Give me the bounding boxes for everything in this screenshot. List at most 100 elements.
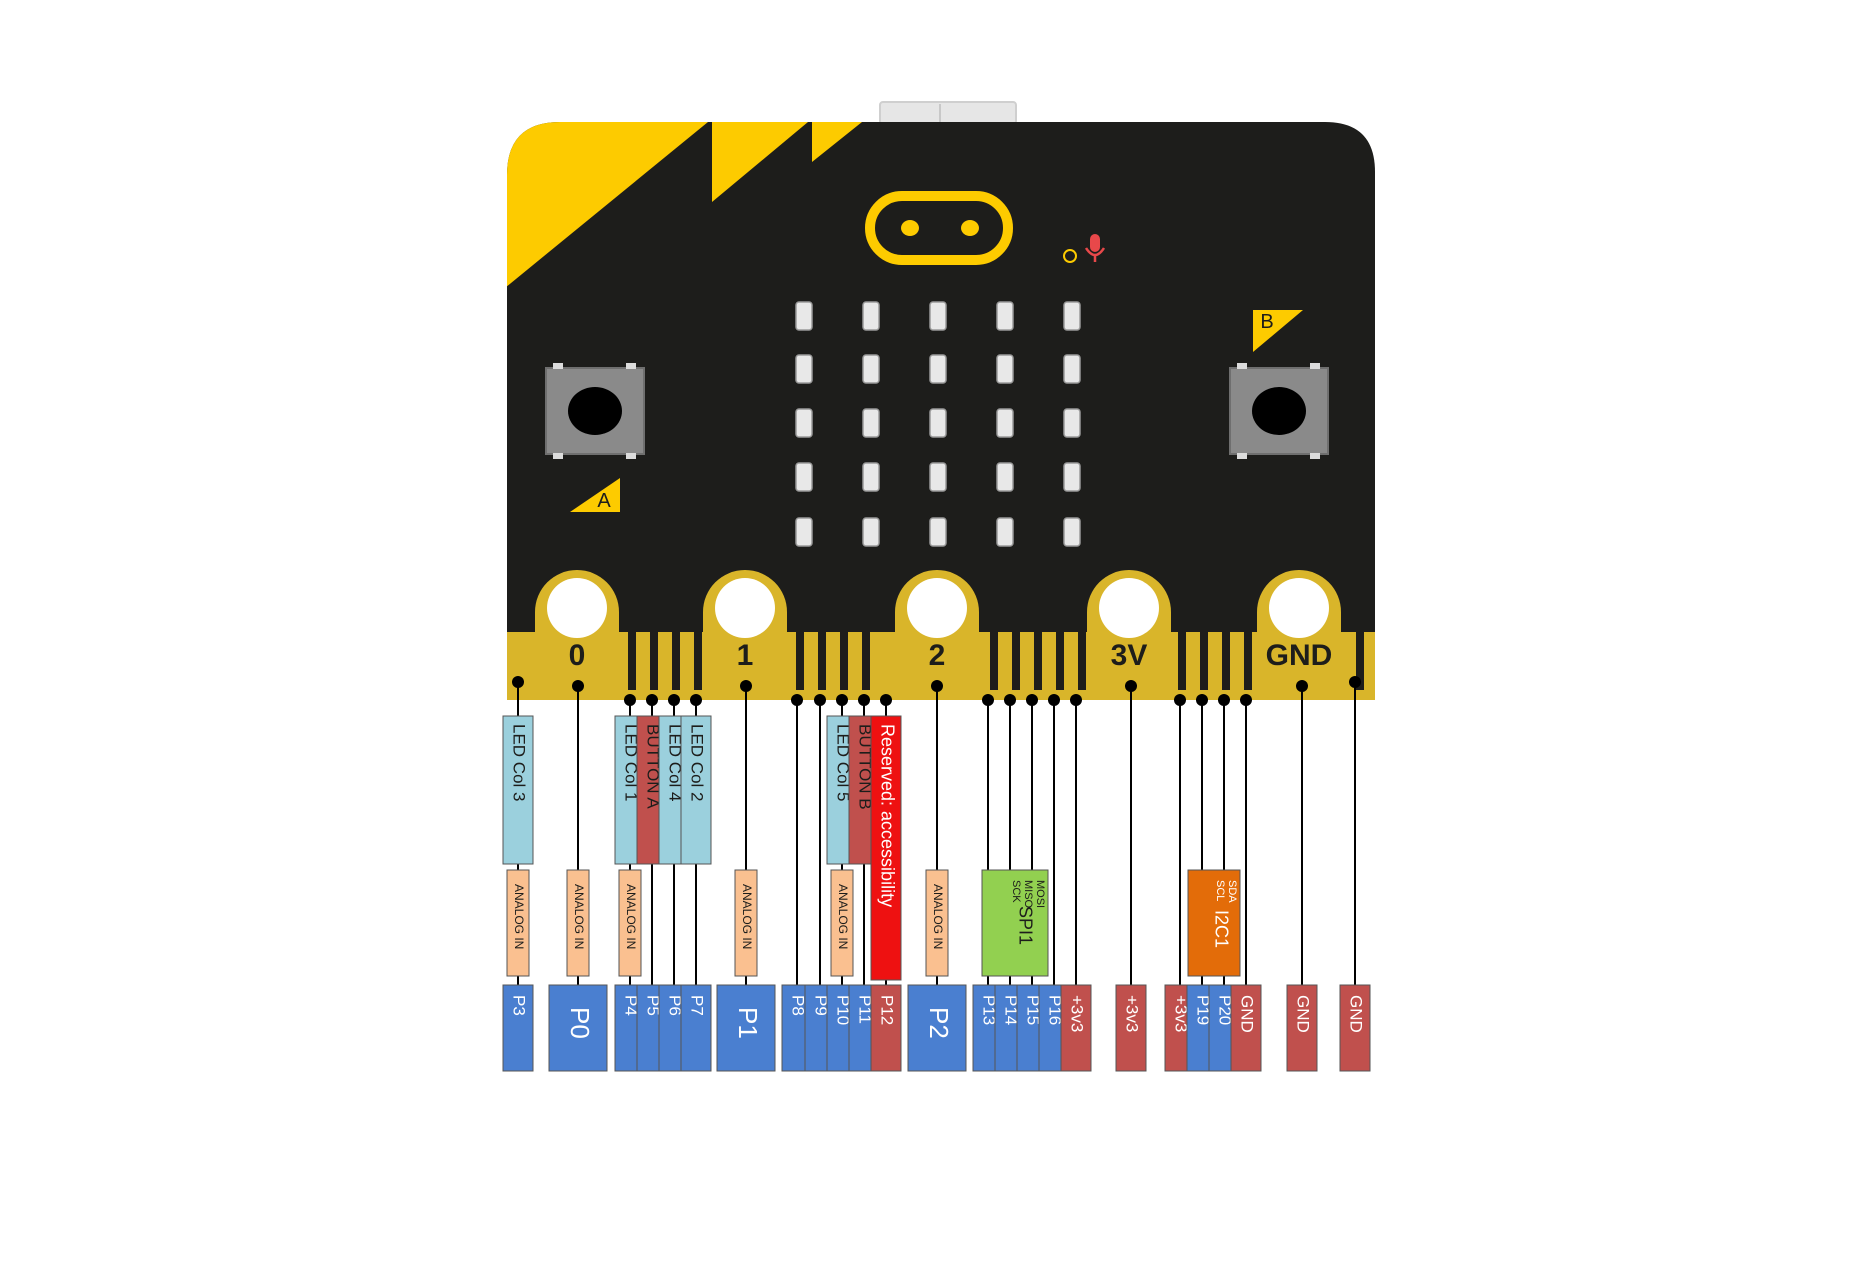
led-4-4 bbox=[996, 462, 1014, 492]
edge-slot bbox=[694, 632, 702, 690]
edge-pad-label: GND bbox=[1266, 639, 1333, 672]
pin-dot bbox=[646, 694, 658, 706]
analog-in-label: ANALOG IN bbox=[572, 884, 586, 949]
pin-label-p11: P11 bbox=[856, 995, 875, 1024]
pin-function-label: LED Col 5 bbox=[834, 724, 853, 801]
pin-label-p15: P15 bbox=[1024, 995, 1043, 1025]
analog-in-box bbox=[506, 869, 530, 977]
pin-dot bbox=[1125, 680, 1137, 692]
pin-label-box bbox=[1060, 984, 1092, 1072]
button-b[interactable] bbox=[1229, 363, 1329, 459]
led-2-1 bbox=[795, 354, 813, 384]
bus-signal-mosi: MOSI bbox=[1034, 880, 1046, 908]
pin-label-gnd: GND bbox=[1347, 995, 1366, 1033]
led-4-5 bbox=[1063, 462, 1081, 492]
edge-slot bbox=[1012, 632, 1020, 690]
pin-dot bbox=[1240, 694, 1252, 706]
edge-slot bbox=[1178, 632, 1186, 690]
pin-label-p2: P2 bbox=[924, 1007, 954, 1039]
edge-slot bbox=[1078, 632, 1086, 690]
button-a[interactable] bbox=[545, 363, 645, 459]
edge-slot bbox=[1244, 632, 1252, 690]
led-5-2 bbox=[862, 517, 880, 547]
pin-function-label: LED Col 4 bbox=[666, 724, 685, 801]
led-5-4 bbox=[996, 517, 1014, 547]
pin-label-p9: P9 bbox=[812, 995, 831, 1016]
pin-function-label: LED Col 3 bbox=[510, 724, 529, 801]
button-a-marker: A bbox=[570, 478, 620, 512]
edge-pad-hole bbox=[715, 578, 775, 638]
pin-function-box bbox=[502, 715, 534, 865]
edge-pad-hole bbox=[1099, 578, 1159, 638]
pin-function-label: LED Col 1 bbox=[622, 724, 641, 801]
led-2-4 bbox=[996, 354, 1014, 384]
analog-in-label: ANALOG IN bbox=[740, 884, 754, 949]
bus-box-i2c1 bbox=[1187, 869, 1241, 977]
led-1-1 bbox=[795, 301, 813, 331]
pin-function-label: Reserved: accessibility bbox=[877, 724, 897, 907]
pin-label-p0: P0 bbox=[565, 1007, 595, 1039]
pin-label-p16: P16 bbox=[1046, 995, 1065, 1025]
led-5-5 bbox=[1063, 517, 1081, 547]
pin-dot bbox=[624, 694, 636, 706]
edge-slot bbox=[672, 632, 680, 690]
pin-dot bbox=[982, 694, 994, 706]
led-5-1 bbox=[795, 517, 813, 547]
edge-pad-hole bbox=[1269, 578, 1329, 638]
analog-in-box bbox=[566, 869, 590, 977]
pin-label-box bbox=[1286, 984, 1318, 1072]
analog-in-box bbox=[925, 869, 949, 977]
edge-slot bbox=[1200, 632, 1208, 690]
button-a-label: A bbox=[597, 490, 611, 512]
pin-dot bbox=[1174, 694, 1186, 706]
pin-label-gnd: GND bbox=[1294, 995, 1313, 1033]
led-5-3 bbox=[929, 517, 947, 547]
bus-name: SPI1 bbox=[1015, 906, 1035, 945]
pin-dot bbox=[1070, 694, 1082, 706]
pin-label-box bbox=[1339, 984, 1371, 1072]
logo-icon[interactable] bbox=[865, 191, 1013, 265]
bus-signal-sda: SDA bbox=[1226, 880, 1238, 903]
pin-label-gnd: GND bbox=[1238, 995, 1257, 1033]
edge-pad-label: 0 bbox=[569, 639, 586, 672]
pin-label-p10: P10 bbox=[834, 995, 853, 1025]
pin-dot bbox=[512, 676, 524, 688]
pin-dot bbox=[740, 680, 752, 692]
pin-dot bbox=[572, 680, 584, 692]
microphone-icon bbox=[1063, 234, 1106, 263]
analog-in-label: ANALOG IN bbox=[931, 884, 945, 949]
pin-label-p5: P5 bbox=[644, 995, 663, 1016]
bus-box-spi1 bbox=[981, 869, 1049, 977]
usb-connector bbox=[879, 101, 1017, 125]
pin-label-box bbox=[870, 984, 902, 1072]
led-3-4 bbox=[996, 408, 1014, 438]
pin-function-box bbox=[870, 715, 902, 981]
pin-dot bbox=[814, 694, 826, 706]
analog-in-label: ANALOG IN bbox=[512, 884, 526, 949]
pin-label-box bbox=[548, 984, 608, 1072]
pin-label-p13: P13 bbox=[980, 995, 999, 1025]
led-3-5 bbox=[1063, 408, 1081, 438]
led-1-5 bbox=[1063, 301, 1081, 331]
led-2-5 bbox=[1063, 354, 1081, 384]
pin-label-3v3: +3v3 bbox=[1172, 995, 1191, 1032]
led-4-2 bbox=[862, 462, 880, 492]
button-b-label: B bbox=[1260, 311, 1273, 333]
edge-slot bbox=[840, 632, 848, 690]
edge-slot bbox=[990, 632, 998, 690]
pin-dot bbox=[858, 694, 870, 706]
led-1-2 bbox=[862, 301, 880, 331]
edge-slot bbox=[796, 632, 804, 690]
pin-function-label: BUTTON B bbox=[856, 724, 875, 810]
button-b-marker: B bbox=[1253, 310, 1303, 352]
analog-in-box bbox=[618, 869, 642, 977]
pin-dot bbox=[1196, 694, 1208, 706]
edge-slot bbox=[818, 632, 826, 690]
analog-in-label: ANALOG IN bbox=[624, 884, 638, 949]
edge-slot bbox=[1056, 632, 1064, 690]
analog-in-label: ANALOG IN bbox=[836, 884, 850, 949]
analog-in-box bbox=[734, 869, 758, 977]
led-4-3 bbox=[929, 462, 947, 492]
pin-label-p19: P19 bbox=[1194, 995, 1213, 1025]
